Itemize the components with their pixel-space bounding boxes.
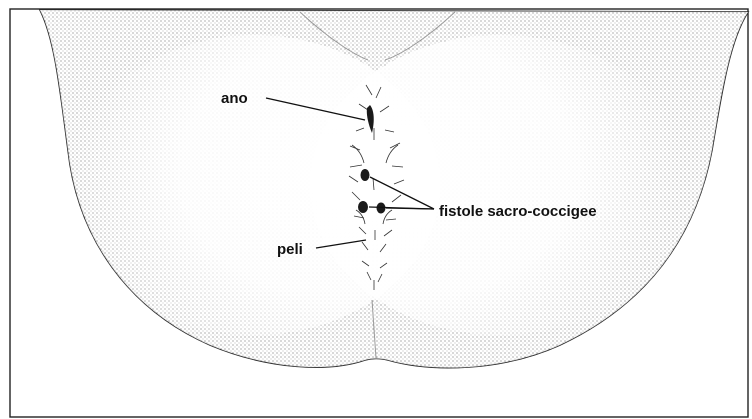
label-ano: ano bbox=[221, 90, 248, 107]
label-peli: peli bbox=[277, 241, 303, 258]
fistula-opening-2 bbox=[358, 201, 368, 213]
fistula-opening-1 bbox=[361, 169, 370, 181]
label-fistole: fistole sacro-coccigee bbox=[439, 203, 597, 220]
